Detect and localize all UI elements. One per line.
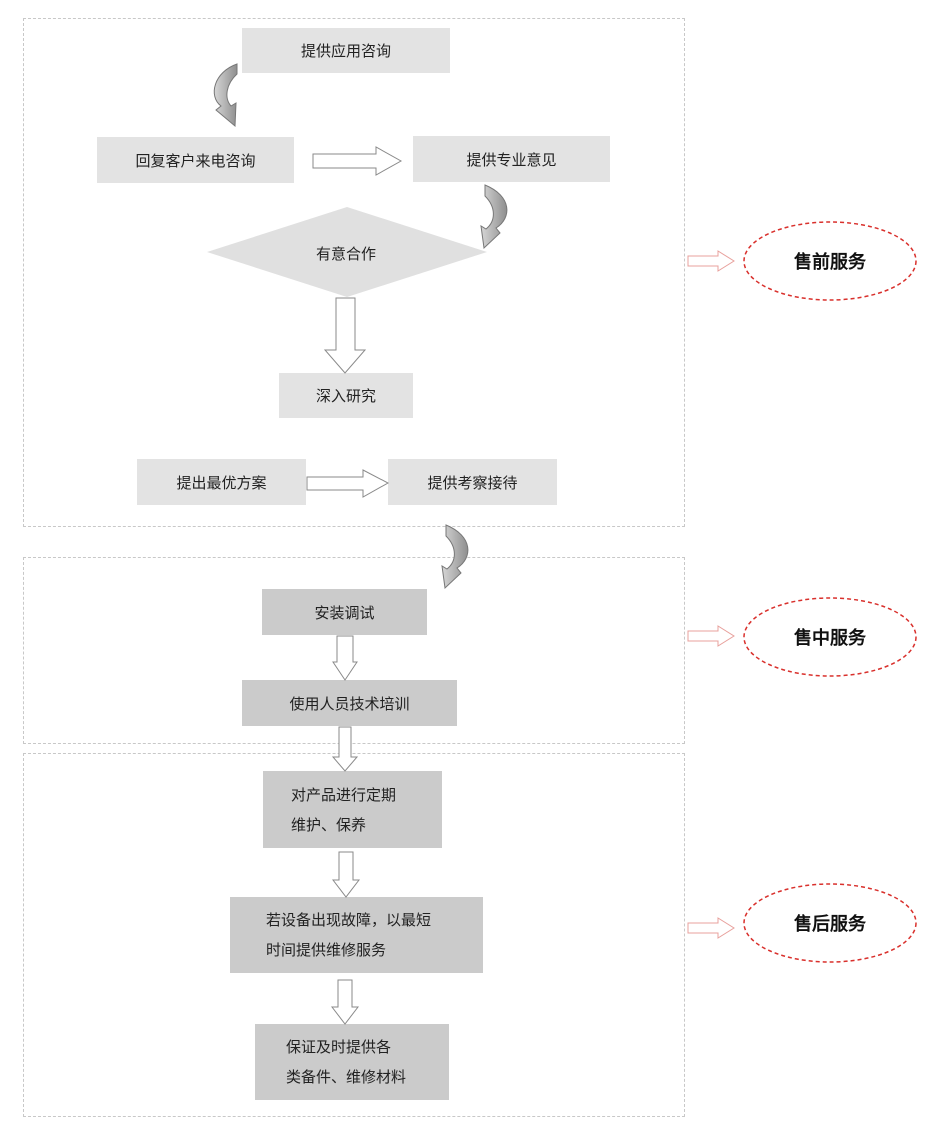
step-professional-opinion: 提供专业意见 — [413, 136, 610, 182]
side-arrow-pre — [687, 250, 735, 272]
step-spare-parts: 保证及时提供各 类备件、维修材料 — [255, 1024, 449, 1100]
pre-sale-label: 售前服务 — [794, 252, 866, 273]
step-parts-line2: 类备件、维修材料 — [286, 1068, 407, 1086]
step-reply-calls: 回复客户来电咨询 — [97, 137, 294, 183]
step-install-debug: 安装调试 — [262, 589, 427, 635]
step-staff-training-label: 使用人员技术培训 — [289, 694, 410, 713]
pre-sale-section — [23, 18, 685, 527]
in-sale-label: 售中服务 — [794, 628, 866, 649]
step-parts-line1: 保证及时提供各 — [286, 1038, 392, 1056]
step-site-visit-label: 提供考察接待 — [427, 473, 518, 492]
step-reply-calls-label: 回复客户来电咨询 — [135, 151, 256, 170]
step-failure-line1: 若设备出现故障，以最短 — [266, 911, 432, 929]
step-in-depth-research-label: 深入研究 — [315, 387, 376, 405]
step-best-plan: 提出最优方案 — [137, 459, 306, 505]
step-consult-label: 提供应用咨询 — [300, 42, 391, 60]
after-sale-label: 售后服务 — [794, 914, 866, 935]
step-consult: 提供应用咨询 — [242, 28, 450, 73]
side-arrow-in — [687, 625, 735, 647]
step-maintenance-line1: 对产品进行定期 — [291, 785, 397, 804]
step-professional-opinion-label: 提供专业意见 — [466, 150, 557, 169]
side-arrow-after — [687, 917, 735, 939]
oval-after-sale: 售后服务 — [742, 882, 918, 964]
oval-in-sale: 售中服务 — [742, 596, 918, 678]
step-best-plan-label: 提出最优方案 — [176, 473, 267, 492]
step-failure-repair: 若设备出现故障，以最短 时间提供维修服务 — [230, 897, 483, 973]
step-maintenance: 对产品进行定期 维护、保养 — [263, 771, 442, 848]
step-install-debug-label: 安装调试 — [314, 603, 375, 622]
step-failure-line2: 时间提供维修服务 — [266, 941, 387, 959]
step-in-depth-research: 深入研究 — [279, 373, 413, 418]
step-cooperation-intent: 有意合作 — [316, 245, 377, 263]
step-site-visit: 提供考察接待 — [388, 459, 557, 505]
step-maintenance-line2: 维护、保养 — [291, 815, 367, 834]
oval-pre-sale: 售前服务 — [742, 220, 918, 302]
step-staff-training: 使用人员技术培训 — [242, 680, 457, 726]
